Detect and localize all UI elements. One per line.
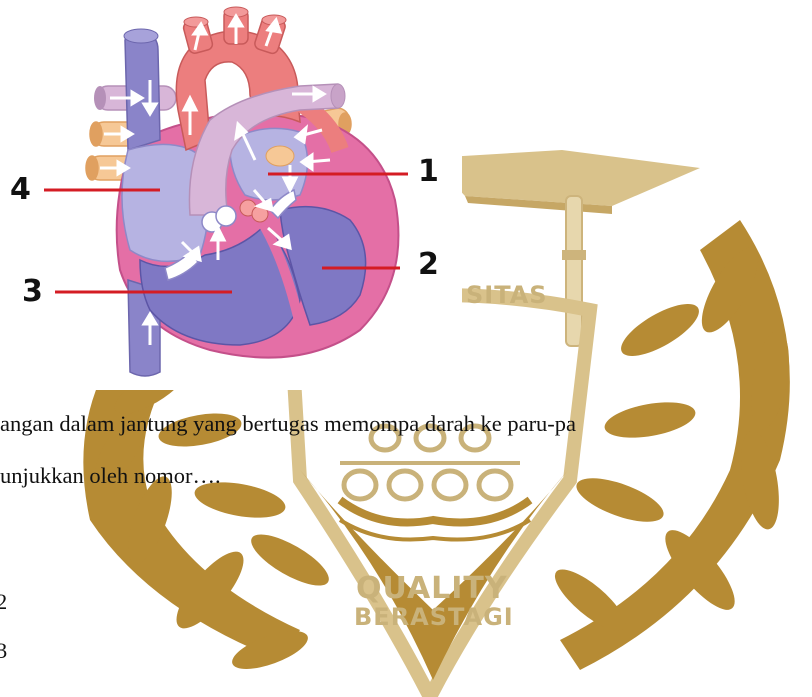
watermark-quality-text: QUALITY	[356, 574, 508, 604]
option-c: 3	[0, 640, 7, 663]
heart-diagram: 1 2 3 4	[0, 0, 462, 390]
label-number-1: 1	[418, 157, 439, 187]
left-atrium	[230, 128, 308, 200]
laurel-right-icon	[547, 220, 796, 670]
tassel-icon	[566, 196, 582, 346]
label-number-2: 2	[418, 250, 439, 280]
option-b: 2	[0, 591, 7, 614]
heart-illustration	[0, 0, 462, 390]
label-number-4: 4	[10, 175, 31, 205]
label-number-3: 3	[22, 277, 43, 307]
watermark-berastagi-text: BERASTAGI	[354, 605, 514, 629]
watermark-sitas-text: SITAS	[466, 283, 548, 307]
question-line-1: angan dalam jantung yang bertugas memomp…	[0, 413, 576, 436]
question-line-2: unjukkan oleh nomor….	[0, 465, 221, 488]
